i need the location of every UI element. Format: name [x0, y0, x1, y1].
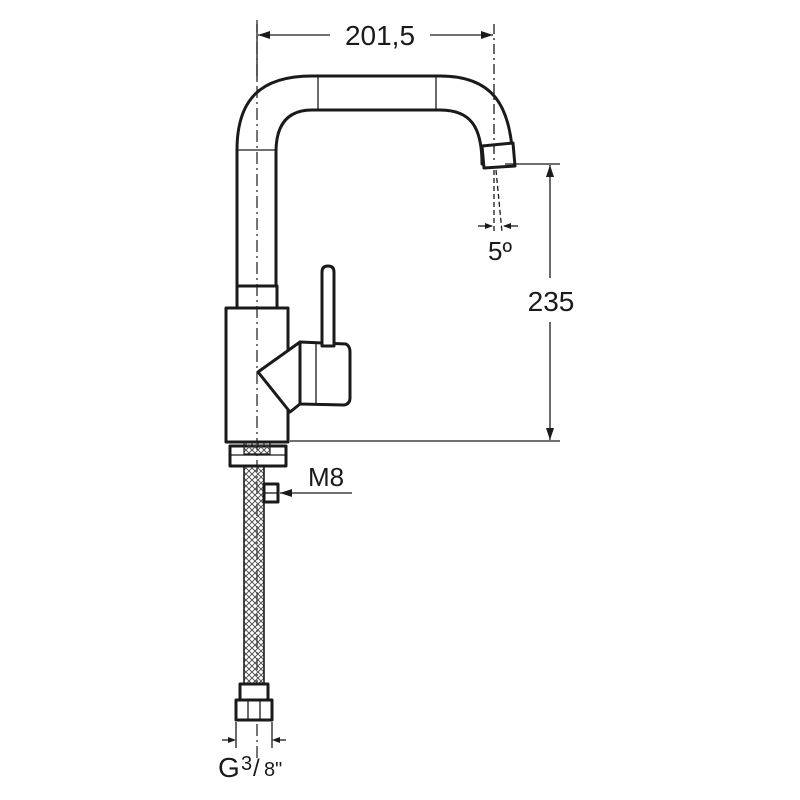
thread-slash: / [253, 755, 260, 782]
thread-denominator-label: 8" [264, 759, 282, 781]
spout-body [235, 74, 515, 294]
arrow-head [546, 428, 554, 440]
lever-handle [320, 264, 336, 348]
rod-thread [243, 441, 271, 455]
thread-callout: G 3 / 8" [218, 722, 286, 783]
hose-ferrule [238, 682, 270, 702]
dimension-height: 235 [290, 163, 575, 442]
faucet-body [224, 264, 352, 468]
angle-reference-line [495, 169, 503, 233]
nut-size-label: M8 [308, 462, 344, 492]
arrow-head [280, 489, 292, 497]
cartridge-housing [298, 340, 352, 407]
angle-dimension-label: 5º [488, 236, 512, 266]
faucet-spout [235, 74, 517, 294]
arrow-head [485, 223, 493, 229]
threaded-rod [243, 441, 271, 455]
nut-callout: M8 [280, 462, 352, 497]
width-dimension-label: 201,5 [345, 20, 415, 51]
braided-hose [243, 465, 265, 685]
thread-prefix-label: G [218, 752, 240, 783]
arrow-head [272, 737, 280, 743]
thread-numerator-label: 3 [241, 753, 252, 775]
dimension-angle: 5º [478, 169, 518, 266]
arrow-head [546, 165, 554, 177]
dimension-width: 201,5 [256, 20, 495, 160]
arrow-head [503, 223, 511, 229]
arrow-head [258, 31, 270, 39]
hose-connector-nut [234, 698, 274, 722]
height-dimension-label: 235 [528, 286, 575, 317]
supply-hose [234, 465, 280, 722]
arrow-head [228, 737, 236, 743]
arrow-head [481, 31, 493, 39]
spout-aerator [480, 141, 517, 170]
